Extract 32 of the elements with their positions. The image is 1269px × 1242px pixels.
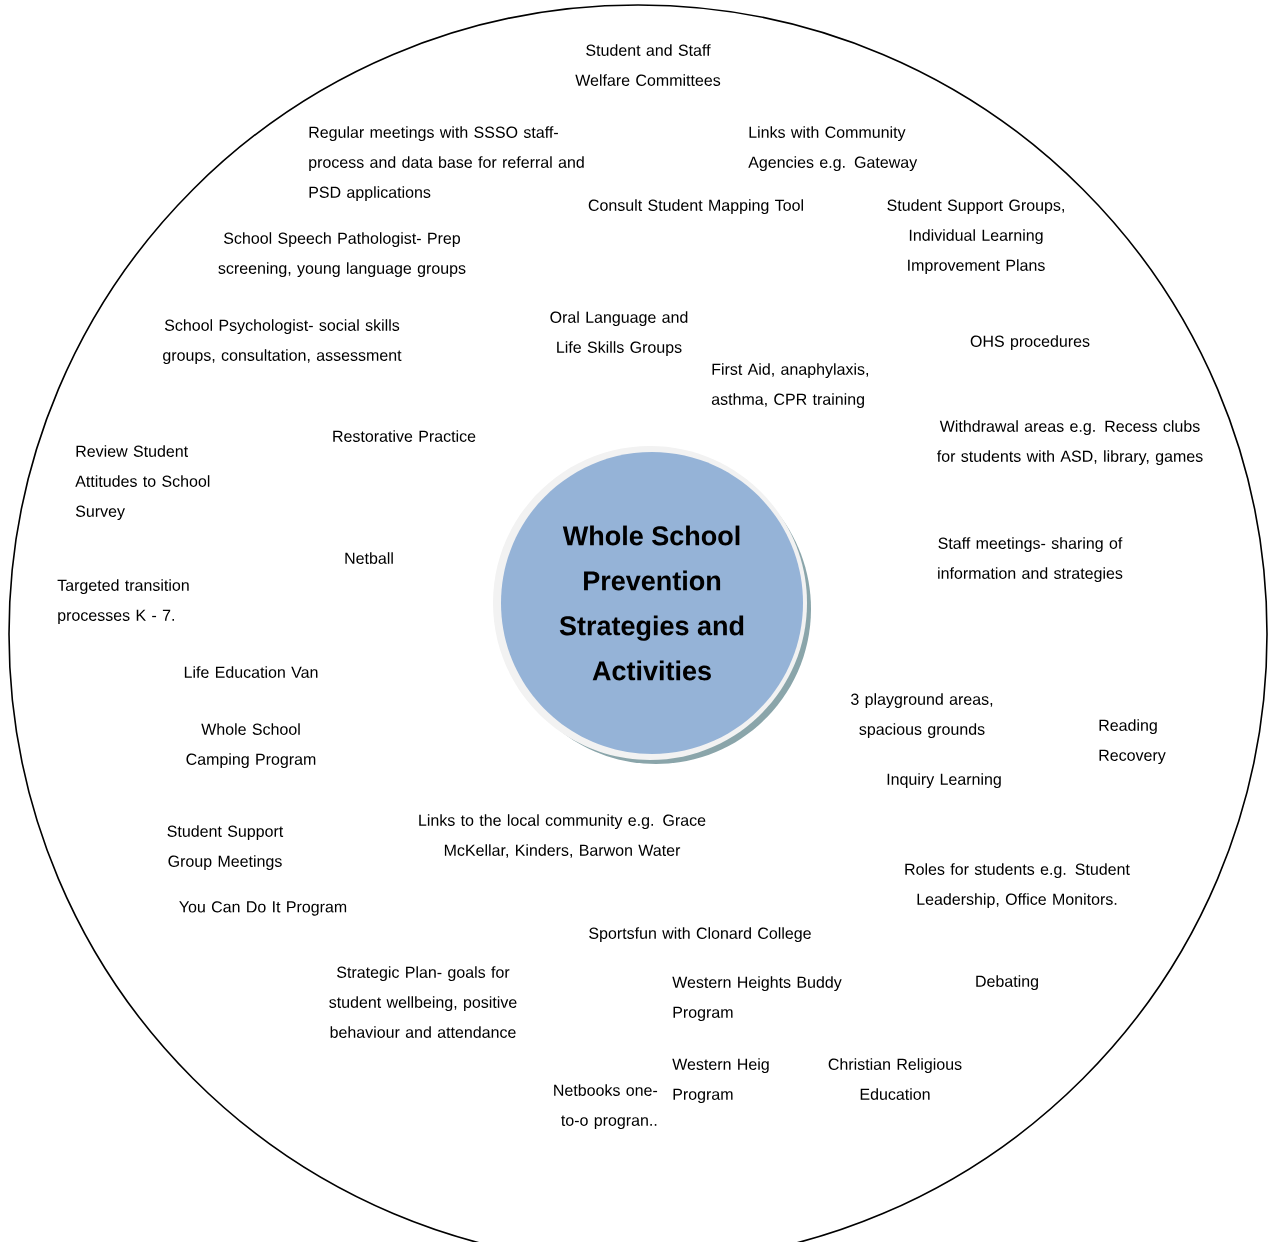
activity-text: First Aid, anaphylaxis, asthma, CPR training bbox=[711, 363, 868, 409]
activity-text: Strategic Plan- goals for student wellbeing, positive behaviour and attendance bbox=[329, 966, 517, 1038]
activity-text: Christian Religious Education bbox=[828, 1058, 962, 1100]
activity-text: Review Student Attitudes to School Survey bbox=[75, 445, 210, 521]
activity-text: Debating bbox=[976, 975, 1038, 991]
activity-text: Netbooks one-to-o progran.. bbox=[554, 1084, 658, 1130]
activity-text: Western Heig Program bbox=[672, 1058, 769, 1104]
activity-text: Reading Recovery bbox=[1099, 719, 1166, 765]
activity-text: Consult Student Mapping Tool bbox=[588, 199, 803, 215]
activity-text: Regular meetings with SSSO staff- process and data base for referral and PSD applications bbox=[309, 126, 584, 202]
activity-text: Oral Language and Life Skills Groups bbox=[550, 311, 688, 357]
activity-text: School Psychologist- social skills groups, consultation, assessment bbox=[163, 319, 402, 365]
activity-text: Netball bbox=[345, 552, 393, 564]
activity-text: Whole School Camping Program bbox=[186, 723, 316, 769]
activity-text: Roles for students e.g. Student Leadership, Office Monitors. bbox=[905, 863, 1130, 909]
activity-text: OHS procedures bbox=[970, 335, 1090, 351]
activity-text: Links with Community Agencies e.g. Gateway bbox=[748, 126, 918, 172]
activity-text: Restorative Practice bbox=[333, 430, 476, 442]
activity-text: Inquiry Learning bbox=[887, 773, 1001, 789]
activity-text: School Speech Pathologist- Prep screening, young language groups bbox=[218, 232, 466, 278]
activity-text: Life Education Van bbox=[184, 666, 318, 678]
activity-text: Withdrawal areas e.g. Recess clubs for students with ASD, library, games bbox=[937, 420, 1203, 466]
activity-text: Student and Staff Welfare Committees bbox=[575, 44, 721, 86]
activity-text: You Can Do It Program bbox=[179, 901, 347, 916]
activity-text: Western Heights Buddy Program bbox=[672, 976, 842, 1022]
activity-text: Links to the local community e.g. Grace McKellar, Kinders, Barwon Water bbox=[419, 814, 706, 858]
activity-text: Staff meetings- sharing of information and strategies bbox=[938, 537, 1123, 583]
activity-text: Targeted transition processes K - 7. bbox=[57, 579, 189, 625]
activity-text: 3 playground areas, spacious grounds bbox=[851, 693, 993, 739]
activity-text: Sportsfun with Clonard College bbox=[589, 927, 811, 943]
activity-text: Student Support Groups, Individual Learning Improvement Plans bbox=[887, 199, 1064, 275]
activity-text: Student Support Group Meetings bbox=[167, 825, 284, 871]
